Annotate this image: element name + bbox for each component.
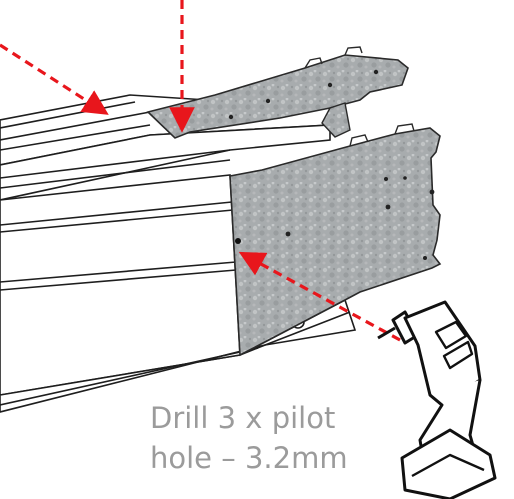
arrow-icon (0, 43, 109, 115)
end-plate (229, 123, 442, 357)
guide-arrows (0, 0, 401, 342)
arrow-icon (238, 251, 401, 342)
pilot-hole (235, 238, 241, 244)
instruction-line-2: hole – 3.2mm (150, 441, 348, 475)
drill-icon (377, 300, 497, 499)
drill-instruction: Drill 3 x pilot hole – 3.2mm (150, 398, 360, 478)
beam-upper-lip (0, 124, 331, 201)
beam-extrusion (0, 94, 357, 413)
instruction-line-1: Drill 3 x pilot (150, 401, 336, 435)
top-bracket-plate (146, 46, 409, 139)
beam-front-web (0, 174, 241, 396)
